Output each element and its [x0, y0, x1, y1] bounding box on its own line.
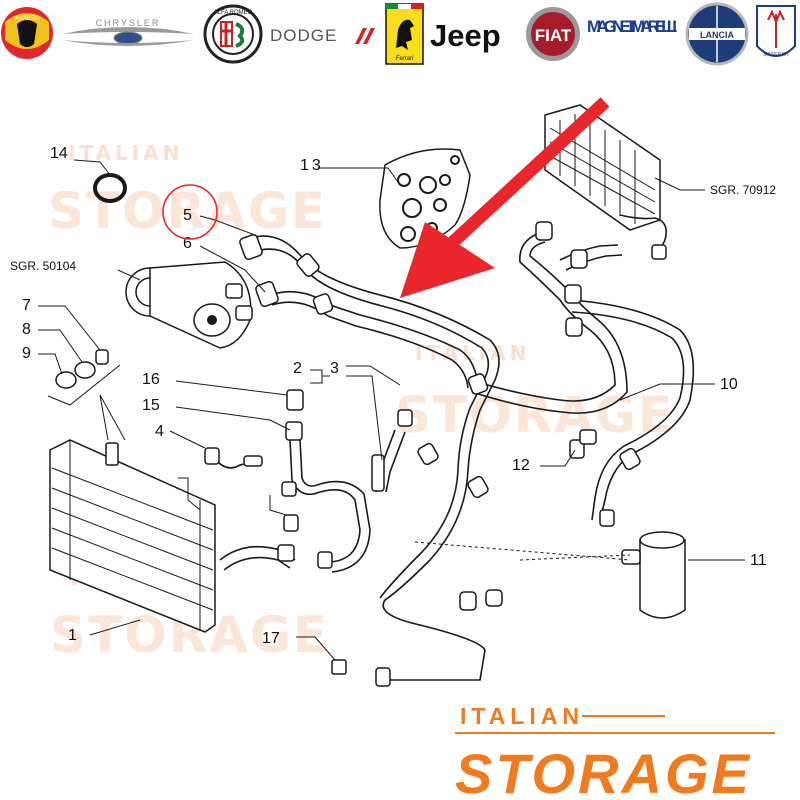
brand-name: Ferrari [396, 56, 414, 62]
compressor-icon [125, 261, 253, 349]
watermark-line1: ITALIAN [415, 341, 530, 365]
callout-9: 9 [22, 345, 31, 362]
ref-compressor: SGR. 50104 [10, 259, 76, 273]
part-4-switch [204, 447, 220, 465]
receiver-drier-icon [621, 531, 686, 619]
part-8 [74, 361, 96, 379]
watermark-middle: ITALIAN STORAGE [395, 341, 672, 444]
leader-lines [38, 159, 745, 661]
footer-logo-line2: STORAGE [455, 742, 752, 800]
callout-14: 14 [50, 145, 68, 162]
footer-logo: ITALIAN STORAGE [455, 703, 775, 800]
part-3-sensor [371, 454, 385, 492]
part-13-seal-kit [379, 148, 471, 249]
callout-1: 1 [68, 627, 77, 644]
fittings [55, 173, 641, 687]
brand-name: ABARTH [15, 16, 39, 22]
dodge-logo-icon: DODGE [270, 26, 375, 45]
callout-11: 11 [750, 552, 767, 569]
watermark-top: ITALIAN STORAGE [48, 141, 325, 240]
brand-name: LANCIA [700, 30, 734, 40]
part-16-valve [286, 389, 304, 411]
brand-name: FIAT [535, 26, 572, 45]
abarth-logo-icon: ABARTH [1, 7, 53, 59]
watermark-line1: ITALIAN [68, 141, 183, 165]
jeep-logo-icon: Jeep [430, 18, 501, 53]
highlight-circle [162, 184, 218, 240]
part-7 [95, 349, 109, 365]
part-9 [55, 371, 77, 389]
callout-6: 6 [183, 235, 192, 252]
brand-name: ALFA ROMEO [214, 10, 253, 16]
callout-5: 5 [183, 207, 192, 224]
callout-12: 12 [512, 457, 530, 474]
fiat-logo-icon: FIAT [526, 7, 580, 61]
callout-labels: 14 5 6 13 7 8 9 16 15 4 2 3 10 12 11 1 1… [10, 145, 776, 647]
magneti-marelli-logo-icon: MAGNETI MARELLI [587, 17, 677, 36]
highlight-overlay [162, 97, 610, 298]
maserati-logo-icon: MASERATI [756, 5, 796, 58]
callout-8: 8 [22, 321, 31, 338]
brand-logo-strip: ABARTH CHRYSLER ALFA ROMEO DODGE Ferrari [1, 2, 796, 66]
brand-name: MAGNETI MARELLI [587, 17, 677, 36]
brand-name: Jeep [430, 18, 501, 53]
condenser-icon [49, 439, 216, 633]
brand-name: CHRYSLER [96, 18, 161, 28]
callout-7: 7 [22, 297, 31, 314]
chrysler-logo-icon: CHRYSLER [62, 18, 194, 46]
evaporator-icon [544, 104, 668, 260]
callout-13: 13 [300, 157, 324, 174]
ref-evaporator: SGR. 70912 [710, 183, 776, 197]
part-12-switch [569, 439, 585, 459]
part-17-plug [331, 659, 347, 675]
ferrari-logo-icon: Ferrari [385, 3, 424, 65]
callout-2: 2 [293, 360, 302, 377]
alfa-romeo-logo-icon: ALFA ROMEO [203, 4, 263, 64]
brand-name: MASERATI [763, 52, 788, 58]
callout-10: 10 [720, 376, 738, 393]
callout-17: 17 [262, 630, 280, 647]
footer-logo-line1: ITALIAN [460, 703, 584, 729]
callout-4: 4 [155, 423, 164, 440]
callout-15: 15 [142, 397, 160, 414]
callout-3: 3 [330, 360, 339, 377]
red-arrow-icon [400, 97, 610, 298]
brand-name: DODGE [270, 26, 337, 45]
lancia-logo-icon: LANCIA [685, 2, 749, 66]
callout-16: 16 [142, 371, 160, 388]
